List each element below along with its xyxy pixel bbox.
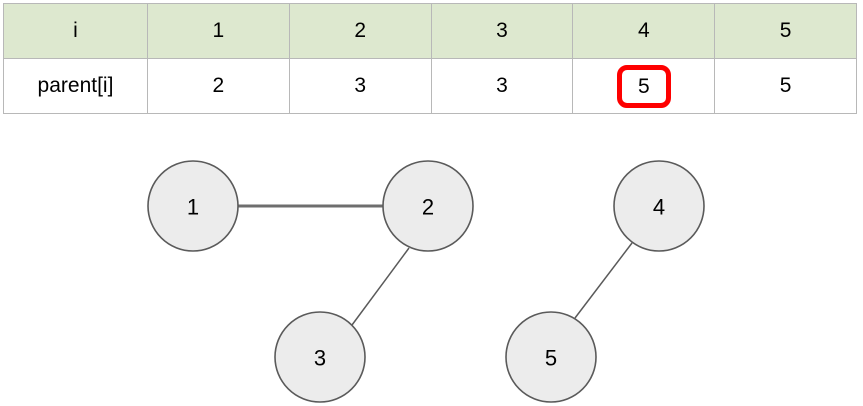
table-row: parent[i] 2 3 3 5 5 xyxy=(3,58,857,114)
table-cell-parent-1: 2 xyxy=(147,58,290,114)
graph-node-label: 2 xyxy=(422,195,434,220)
table-cell-value-highlighted: 5 xyxy=(616,64,671,108)
graph-nodes: 1 2 3 4 5 xyxy=(147,160,705,403)
graph-edges xyxy=(238,204,633,326)
table-header-text: 2 xyxy=(354,19,367,42)
table-header-cell-5: 5 xyxy=(714,3,857,59)
table-header-cell-4: 4 xyxy=(572,3,716,59)
table-header-text: 3 xyxy=(496,19,508,42)
table-header-text: 1 xyxy=(212,19,225,42)
table-header-cell-2: 2 xyxy=(288,3,432,59)
graph-edge-4-5 xyxy=(574,242,633,319)
graph-node-label: 5 xyxy=(545,346,557,371)
graph-node-circle xyxy=(382,160,474,252)
graph-node-label: 3 xyxy=(314,346,326,371)
graph-node-2[interactable]: 2 xyxy=(382,160,474,252)
table-cell-parent-2: 3 xyxy=(288,58,432,114)
graph-node-circle xyxy=(505,311,597,403)
table-cell-value: 3 xyxy=(496,74,508,97)
table-header-text: 5 xyxy=(779,19,792,42)
table-cell-parent-3: 3 xyxy=(430,58,574,114)
table-cell-value: 5 xyxy=(779,74,792,97)
graph-edge-2-3 xyxy=(351,247,410,326)
graph-node-circle xyxy=(613,160,705,252)
graph-node-circle xyxy=(274,311,366,403)
table-header-cell-3: 3 xyxy=(430,3,574,59)
graph-node-3[interactable]: 3 xyxy=(274,311,366,403)
graph-node-label: 1 xyxy=(187,195,199,220)
table-row-label-text: parent[i] xyxy=(37,74,114,97)
table-cell-parent-5: 5 xyxy=(714,58,857,114)
graph-node-4[interactable]: 4 xyxy=(613,160,705,252)
table-header-cell-index-label: i xyxy=(3,3,148,59)
graph-node-circle xyxy=(147,160,239,252)
table-cell-value: 2 xyxy=(212,74,225,97)
forest-graph-diagram: 1 2 3 4 5 xyxy=(0,120,863,406)
table-header-cell-1: 1 xyxy=(147,3,290,59)
parent-array-table: i 1 2 3 4 5 parent[i] 2 xyxy=(3,3,857,114)
graph-node-label: 4 xyxy=(653,195,665,220)
table-cell-value: 3 xyxy=(354,74,367,97)
table-header-text: i xyxy=(73,19,78,42)
table-header-text: 4 xyxy=(637,19,650,42)
table-row-label-cell: parent[i] xyxy=(3,58,148,114)
graph-node-1[interactable]: 1 xyxy=(147,160,239,252)
table-cell-parent-4: 5 xyxy=(572,58,716,114)
table-header-row: i 1 2 3 4 5 xyxy=(3,3,857,59)
graph-node-5[interactable]: 5 xyxy=(505,311,597,403)
